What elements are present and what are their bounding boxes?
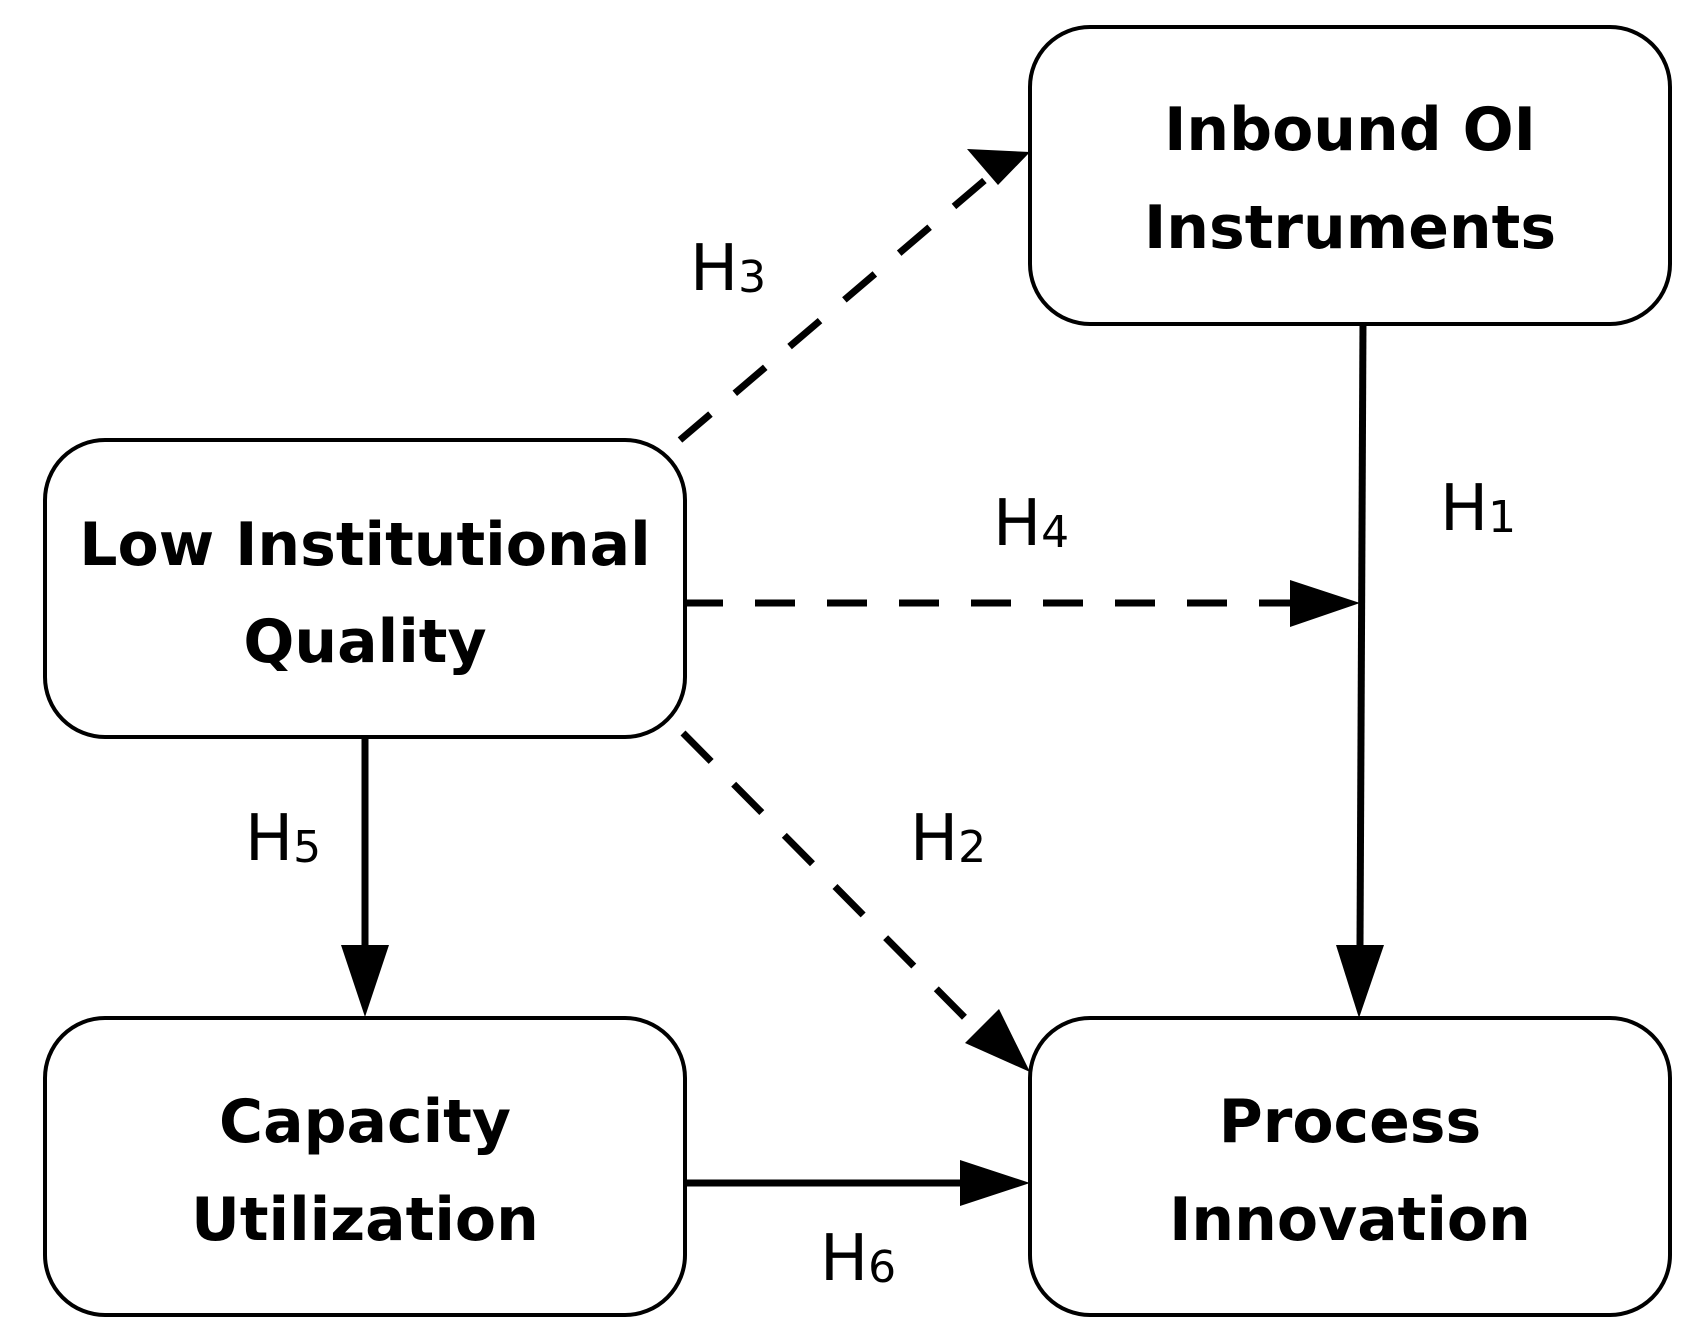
hypothesis-label-h2: H2 (910, 802, 986, 876)
hypothesis-label-h3: H3 (690, 232, 766, 306)
hypothesis-label-h4-main: H (993, 487, 1041, 561)
edge-h4 (683, 580, 1360, 627)
hypothesis-label-h5-main: H (245, 802, 293, 876)
node-process-innovation-line1: Process (1219, 1087, 1481, 1157)
hypothesis-label-h4: H4 (993, 487, 1069, 561)
hypothesis-label-h1: H1 (1440, 472, 1516, 546)
edge-h5 (341, 735, 389, 1017)
hypothesis-label-h3-main: H (690, 232, 738, 306)
node-low-institutional-quality: Low Institutional Quality (43, 438, 687, 739)
hypothesis-label-h6-main: H (820, 1222, 868, 1296)
hypothesis-label-h6: H6 (820, 1222, 896, 1296)
node-process-innovation-line2: Innovation (1169, 1185, 1531, 1255)
hypothesis-label-h5-sub: 5 (293, 822, 321, 873)
node-inbound-oi-instruments-line2: Instruments (1144, 193, 1556, 263)
node-capacity-utilization: Capacity Utilization (43, 1016, 687, 1317)
node-inbound-oi-instruments: Inbound OI Instruments (1028, 25, 1672, 326)
node-low-institutional-quality-line2: Quality (243, 607, 486, 677)
hypothesis-label-h4-sub: 4 (1041, 507, 1069, 558)
edge-h1 (1336, 319, 1384, 1018)
edge-h1-arrowhead (1336, 945, 1384, 1018)
edge-h6 (683, 1160, 1030, 1206)
node-capacity-utilization-line1: Capacity (219, 1087, 511, 1157)
node-inbound-oi-instruments-line1: Inbound OI (1164, 95, 1536, 165)
hypothesis-label-h2-sub: 2 (958, 822, 986, 873)
edge-h6-arrowhead (960, 1160, 1030, 1206)
edge-h3 (677, 149, 1030, 443)
hypothesis-label-h6-sub: 6 (868, 1242, 896, 1293)
edge-h4-arrowhead (1290, 580, 1360, 627)
hypothesis-label-h5: H5 (245, 802, 321, 876)
edge-h2-arrowhead (965, 1009, 1030, 1072)
edge-h5-arrowhead (341, 945, 389, 1017)
node-process-innovation: Process Innovation (1028, 1016, 1672, 1317)
hypothesis-label-h2-main: H (910, 802, 958, 876)
hypothesis-label-h3-sub: 3 (738, 252, 766, 303)
hypothesis-label-h1-main: H (1440, 472, 1488, 546)
edge-h3-arrowhead (967, 149, 1030, 185)
edge-h2 (680, 730, 1030, 1072)
hypothesis-label-h1-sub: 1 (1488, 492, 1516, 543)
node-low-institutional-quality-line1: Low Institutional (79, 510, 650, 580)
node-capacity-utilization-line2: Utilization (191, 1185, 539, 1255)
